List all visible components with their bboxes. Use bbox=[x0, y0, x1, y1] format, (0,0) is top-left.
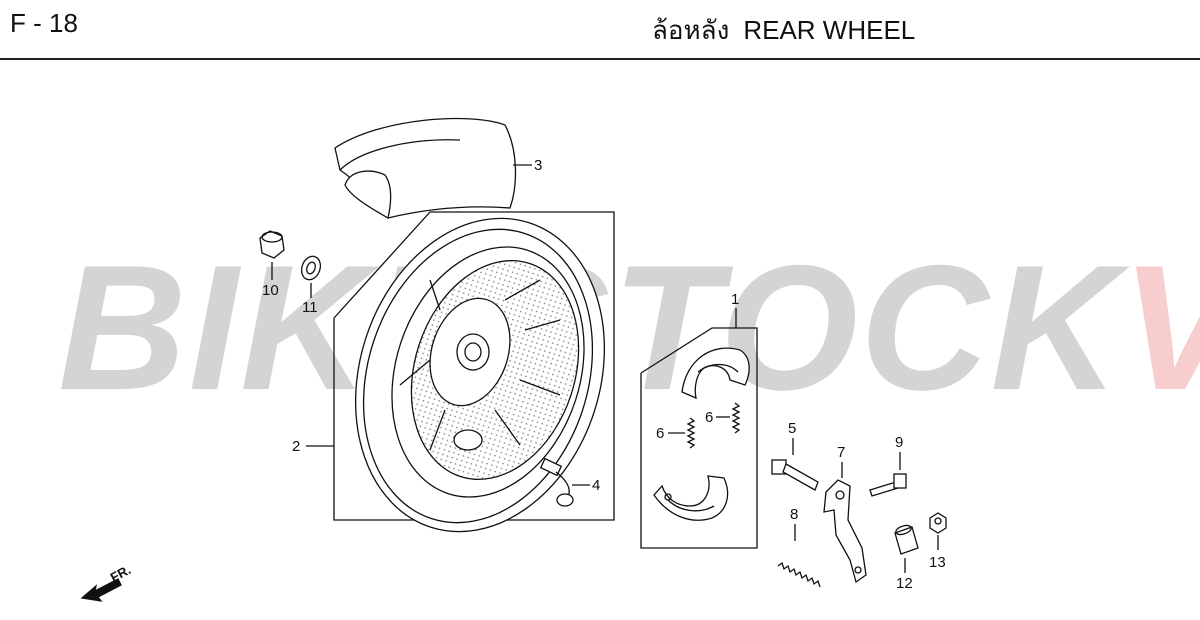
lower-brake-shoe bbox=[653, 475, 729, 521]
coil-spring-part bbox=[777, 561, 821, 588]
return-spring-left bbox=[686, 417, 696, 449]
callout-3: 3 bbox=[534, 157, 543, 174]
valve-part bbox=[539, 457, 574, 507]
callout-1: 1 bbox=[731, 291, 740, 308]
washer-part bbox=[300, 255, 322, 281]
brake-cam-part bbox=[771, 459, 819, 491]
upper-brake-shoe bbox=[681, 347, 750, 400]
brake-arm-part bbox=[823, 479, 867, 584]
brake-shoe-bracket bbox=[640, 327, 758, 549]
title-thai: ล้อหลัง bbox=[652, 15, 730, 45]
callout-11: 11 bbox=[302, 299, 318, 316]
callout-6b: 6 bbox=[705, 409, 714, 426]
bolt-part bbox=[869, 473, 907, 497]
callout-9: 9 bbox=[895, 434, 904, 451]
return-spring-right bbox=[731, 402, 741, 434]
callout-10: 10 bbox=[262, 282, 279, 299]
wheel-group-bracket bbox=[333, 211, 615, 521]
page-code: F - 18 bbox=[10, 8, 78, 38]
watermark-part2: VN bbox=[1121, 228, 1200, 427]
page-title: ล้อหลัง REAR WHEEL bbox=[652, 10, 915, 51]
callout-6a: 6 bbox=[656, 425, 665, 442]
tire-part bbox=[334, 117, 517, 219]
small-nut-part bbox=[929, 512, 947, 534]
callout-7: 7 bbox=[837, 444, 846, 461]
title-english: REAR WHEEL bbox=[743, 15, 916, 45]
nut-part bbox=[259, 230, 285, 259]
callout-12: 12 bbox=[896, 575, 913, 592]
front-direction-arrow bbox=[80, 578, 122, 602]
callout-8: 8 bbox=[790, 506, 799, 523]
callout-5: 5 bbox=[788, 420, 797, 437]
wheel-part bbox=[354, 217, 606, 533]
header-divider bbox=[0, 58, 1200, 60]
collar-part bbox=[894, 524, 919, 555]
callout-4: 4 bbox=[592, 477, 601, 494]
callout-2: 2 bbox=[292, 438, 301, 455]
callout-13: 13 bbox=[929, 554, 946, 571]
